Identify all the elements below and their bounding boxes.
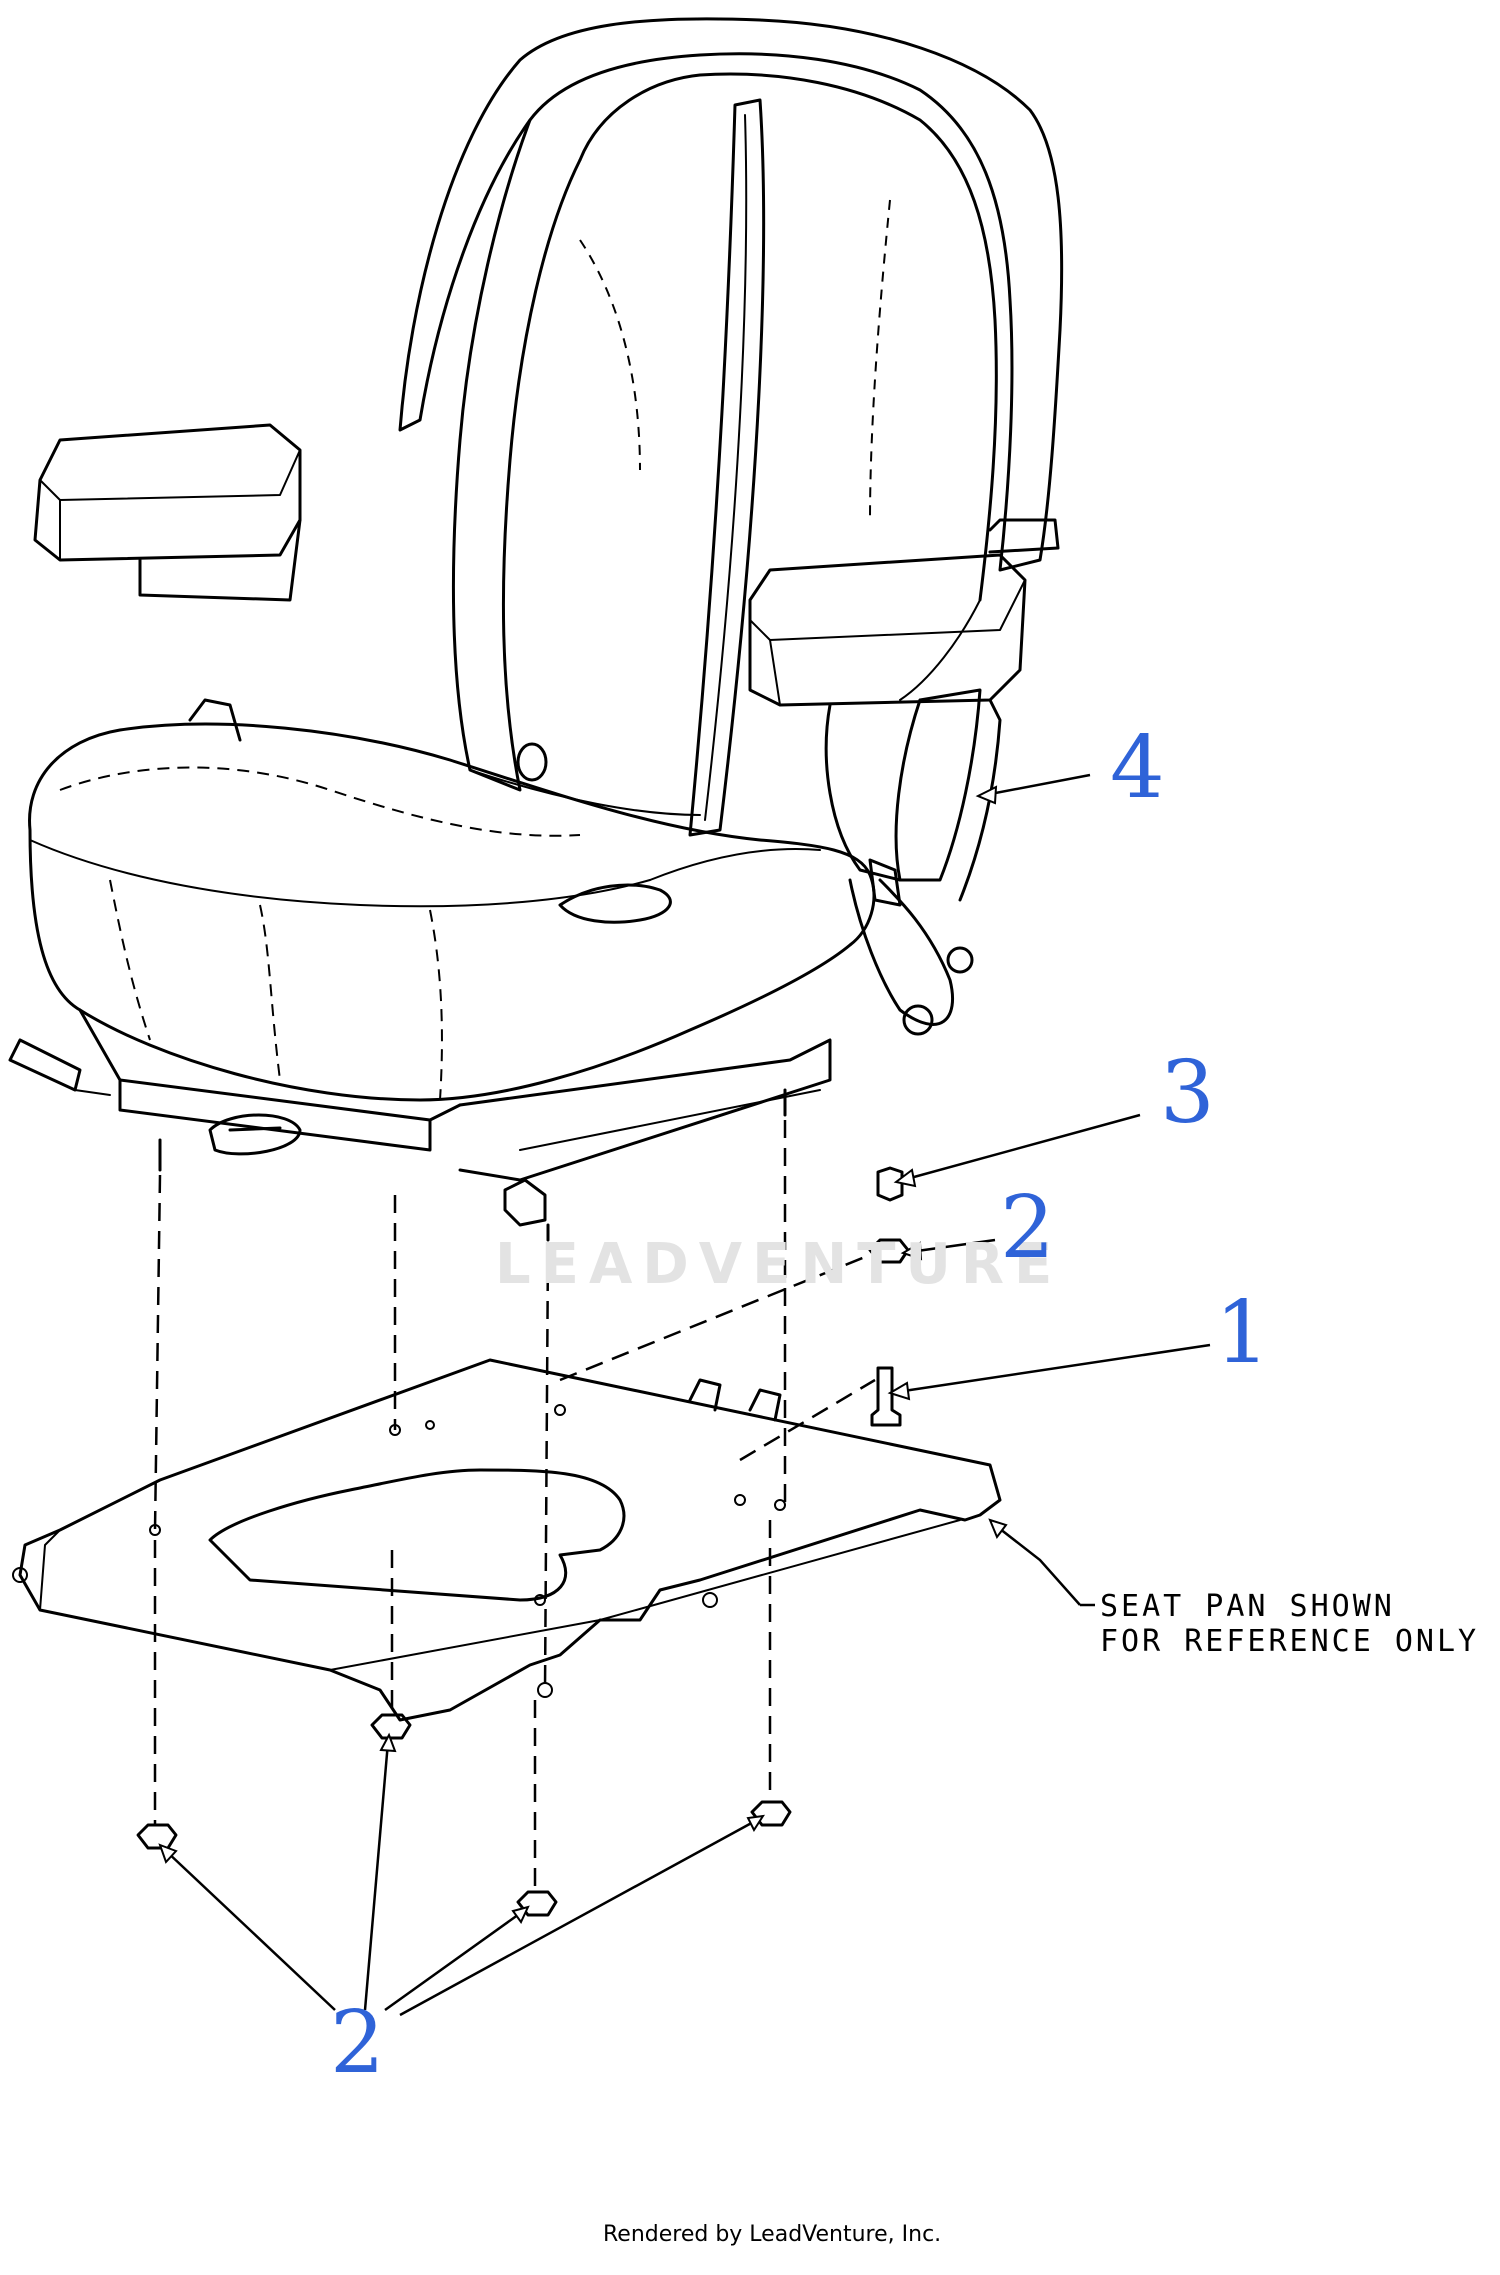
seat-backrest <box>398 17 1064 837</box>
leader-lines <box>158 773 1211 2017</box>
left-armrest <box>33 423 302 602</box>
reference-note-line-1: SEAT PAN SHOWN <box>1100 1589 1395 1624</box>
seat-pan <box>12 1358 1002 1722</box>
callout-part-2-lower[interactable]: 2 <box>330 1993 385 2093</box>
hex-bolt <box>870 1366 902 1427</box>
callout-part-1[interactable]: 1 <box>1215 1283 1270 1383</box>
seat-cushion <box>28 698 876 1102</box>
right-armrest <box>748 518 1060 1036</box>
callout-part-3[interactable]: 3 <box>1160 1043 1215 1143</box>
watermark: LEADVENTURE <box>495 1232 1063 1297</box>
callout-part-4[interactable]: 4 <box>1110 718 1165 818</box>
reference-note-line-2: FOR REFERENCE ONLY <box>1100 1624 1480 1659</box>
callout-part-2-upper[interactable]: 2 <box>1000 1178 1055 1278</box>
assembly-lines <box>153 1120 876 1890</box>
seat-slide-rails <box>8 1008 832 1242</box>
lower-flange-nuts <box>136 1713 792 1917</box>
footer-credit: Rendered by LeadVenture, Inc. <box>603 2222 942 2247</box>
spacer-pin <box>876 1166 904 1202</box>
